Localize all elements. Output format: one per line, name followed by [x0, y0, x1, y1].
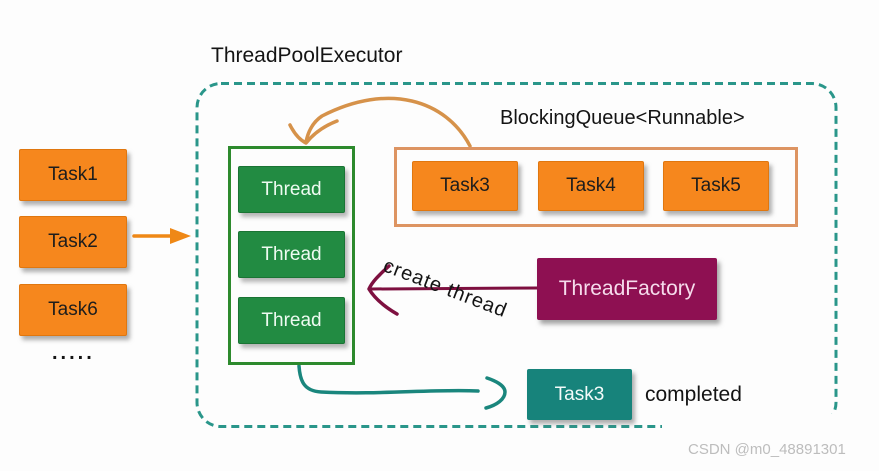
- watermark-text: CSDN @m0_48891301: [688, 441, 846, 458]
- thread-factory-box: ThreadFactory: [537, 258, 717, 320]
- queued-task-3: Task3: [412, 161, 518, 211]
- create-thread-label: create thread: [380, 254, 511, 323]
- thread-pool-frame: [228, 146, 355, 365]
- queued-task-4: Task4: [538, 161, 644, 211]
- executor-title: ThreadPoolExecutor: [211, 44, 403, 67]
- pool-thread-1: Thread: [238, 166, 345, 213]
- task-submit-arrow: [132, 228, 191, 244]
- completed-task-box: Task3: [527, 369, 632, 420]
- queued-task-5: Task5: [663, 161, 769, 211]
- pool-thread-2: Thread: [238, 231, 345, 278]
- blocking-queue-label: BlockingQueue<Runnable>: [500, 107, 745, 129]
- queue-to-pool-arrow: [288, 96, 472, 148]
- more-tasks-ellipsis: .....: [52, 342, 95, 364]
- pool-thread-3: Thread: [238, 297, 345, 344]
- completed-label: completed: [645, 383, 742, 406]
- blocking-queue-frame: [394, 147, 798, 227]
- incoming-task-2: Task2: [19, 216, 127, 268]
- incoming-task-1: Task1: [19, 149, 127, 201]
- watermark-white-patch: [662, 414, 857, 438]
- incoming-task-6: Task6: [19, 284, 127, 336]
- completed-arrow: [297, 364, 507, 410]
